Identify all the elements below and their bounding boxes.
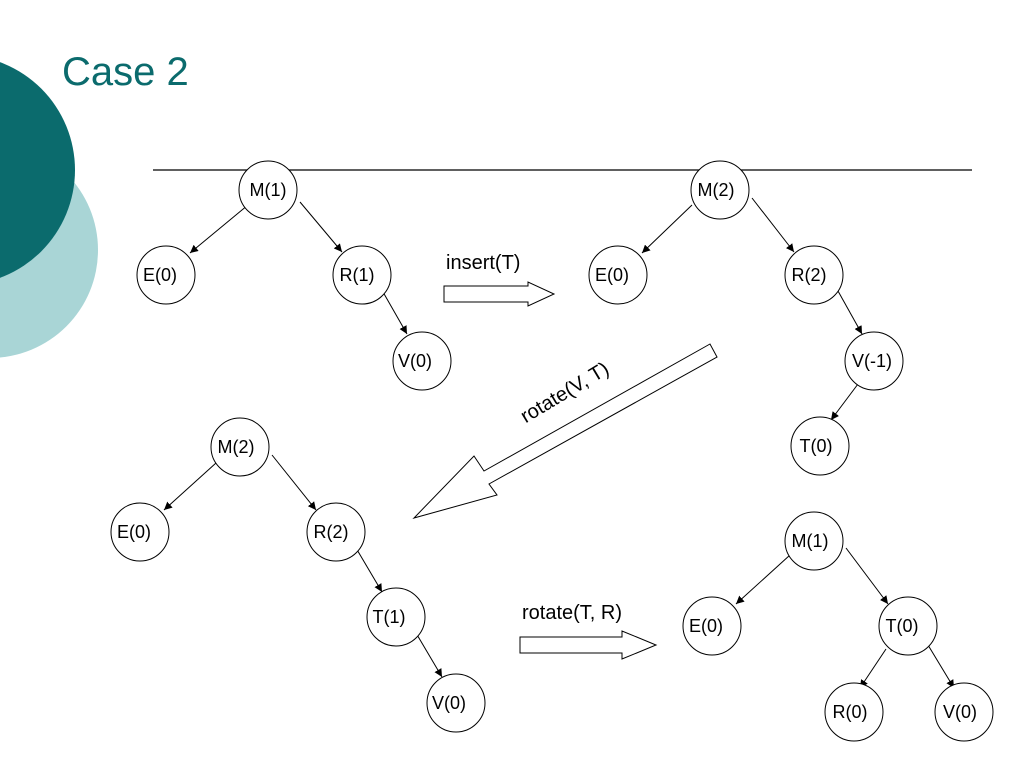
tree1-edge-right-right — [382, 291, 408, 335]
tree1-node-right: R(1) — [332, 245, 392, 305]
svg-text:E(0): E(0) — [143, 265, 177, 285]
tree1-node-right-right: V(0) — [392, 331, 452, 391]
tree3-node-root: M(2) — [210, 417, 270, 477]
tree3-node-right: R(2) — [306, 502, 366, 562]
svg-text:R(0): R(0) — [833, 702, 868, 722]
tree3-edge-right-right — [355, 547, 383, 593]
tree2-edge-root-right — [751, 197, 795, 253]
svg-text:E(0): E(0) — [117, 522, 151, 542]
tree2-node-right-right-left: T(0) — [790, 416, 850, 476]
tree3-node-right-right-right: V(0) — [426, 673, 486, 733]
tree4-node-right-left: R(0) — [824, 682, 884, 742]
tree3-edge-root-left — [163, 462, 217, 511]
rotate-second-label: rotate(T, R) — [522, 602, 622, 624]
tree3-node-right-right: T(1) — [366, 587, 426, 647]
rotate-second-arrow — [519, 630, 658, 660]
svg-text:T(0): T(0) — [886, 616, 919, 636]
svg-text:M(1): M(1) — [250, 180, 287, 200]
tree2-edge-right-right — [837, 290, 863, 335]
tree4-node-right: T(0) — [878, 596, 938, 656]
rotate-first-arrow — [412, 343, 718, 519]
tree4-edge-root-left — [735, 554, 791, 605]
svg-text:R(2): R(2) — [314, 522, 349, 542]
tree4-edge-right-right — [927, 644, 955, 689]
svg-text:R(2): R(2) — [792, 265, 827, 285]
tree4-node-left: E(0) — [682, 596, 742, 656]
slide-title: Case 2 — [62, 50, 189, 94]
tree1-node-left: E(0) — [136, 245, 196, 305]
tree4-node-root: M(1) — [784, 511, 844, 571]
svg-text:E(0): E(0) — [595, 265, 629, 285]
tree2-edge-root-left — [641, 204, 693, 254]
tree1-edge-root-right — [299, 201, 343, 253]
svg-text:V(0): V(0) — [432, 693, 466, 713]
insert-arrow — [443, 281, 556, 307]
tree2-node-left: E(0) — [588, 245, 648, 305]
svg-text:E(0): E(0) — [689, 616, 723, 636]
svg-text:T(0): T(0) — [800, 436, 833, 456]
tree1-edge-root-left — [189, 204, 249, 254]
svg-text:M(2): M(2) — [218, 437, 255, 457]
tree3-node-left: E(0) — [110, 502, 170, 562]
insert-label: insert(T) — [446, 252, 520, 274]
svg-text:V(-1): V(-1) — [852, 351, 892, 371]
decor-circle-dark — [0, 62, 75, 278]
tree2-node-right: R(2) — [784, 245, 844, 305]
tree2-node-root: M(2) — [690, 160, 750, 220]
tree3-edge-right-right-right — [415, 632, 443, 678]
svg-text:M(1): M(1) — [792, 531, 829, 551]
tree4-edge-right-left — [859, 648, 887, 689]
tree4-node-right-right: V(0) — [934, 682, 994, 742]
tree2-edge-right-right-left — [830, 383, 859, 421]
svg-text:V(0): V(0) — [398, 351, 432, 371]
svg-text:T(1): T(1) — [373, 607, 406, 627]
tree4-edge-root-right — [845, 547, 889, 605]
tree3-edge-root-right — [271, 454, 317, 511]
svg-text:R(1): R(1) — [340, 265, 375, 285]
svg-text:V(0): V(0) — [943, 702, 977, 722]
tree2-node-right-right: V(-1) — [844, 331, 904, 391]
svg-text:M(2): M(2) — [698, 180, 735, 200]
tree1-node-root: M(1) — [238, 160, 298, 220]
